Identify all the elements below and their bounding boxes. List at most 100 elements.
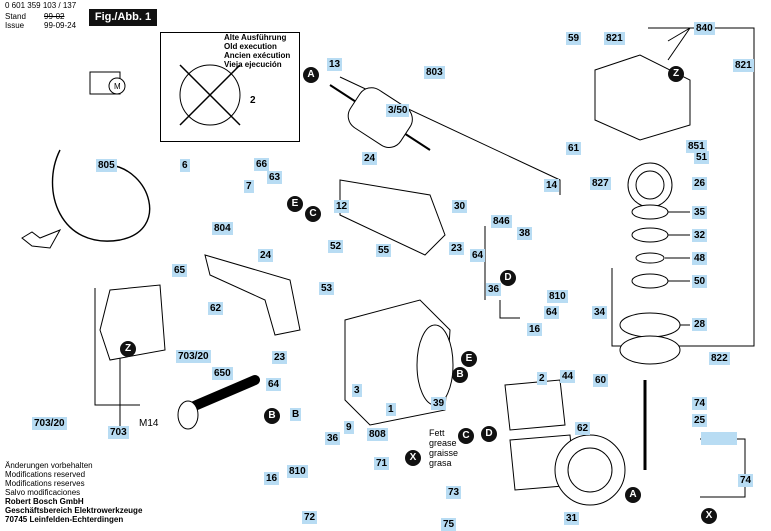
- callout-39: 39: [431, 397, 447, 410]
- callout-24-mid: 24: [258, 249, 274, 262]
- callout-808: 808: [367, 428, 388, 441]
- marker-e-top: E: [287, 196, 303, 212]
- marker-z-top: Z: [668, 66, 684, 82]
- callout-26: 26: [692, 177, 708, 190]
- inset-cross: [179, 64, 241, 126]
- marker-x-bottom: X: [405, 450, 421, 466]
- thread-size-label: M14: [139, 418, 159, 429]
- leader-803: [339, 76, 561, 195]
- figure-label: Fig./Abb. 1: [89, 9, 157, 26]
- callout-1: 1: [386, 403, 396, 416]
- switch-handle: [204, 254, 301, 336]
- callout-821-top: 821: [604, 32, 625, 45]
- callout-72: 72: [302, 511, 318, 524]
- marker-b-mid: B: [452, 367, 468, 383]
- marker-b-left: B: [264, 408, 280, 424]
- callout-64-a: 64: [470, 249, 486, 262]
- blank-callout: [701, 432, 737, 445]
- clamp-bow: [99, 284, 166, 361]
- callout-34: 34: [592, 306, 608, 319]
- marker-a-bottom: A: [625, 487, 641, 503]
- callout-821-right: 821: [733, 59, 754, 72]
- callout-36-right: 36: [486, 283, 502, 296]
- leader-rings: [665, 211, 690, 326]
- plug: [21, 229, 62, 249]
- callout-851: 851: [686, 140, 707, 153]
- marker-c-mid: C: [458, 428, 474, 444]
- callout-71: 71: [374, 457, 390, 470]
- stand-label: Stand: [5, 12, 26, 21]
- power-cord: [51, 149, 151, 242]
- marker-d-top: D: [500, 270, 516, 286]
- stand-date: 99-02: [44, 12, 65, 21]
- callout-846: 846: [491, 215, 512, 228]
- fan-guard: [554, 434, 626, 506]
- callout-3: 3: [352, 384, 362, 397]
- callout-62-left: 62: [208, 302, 224, 315]
- callout-703: 703: [108, 426, 129, 439]
- callout-59: 59: [566, 32, 582, 45]
- callout-822: 822: [709, 352, 730, 365]
- callout-44: 44: [560, 370, 576, 383]
- stator-top: [504, 379, 566, 431]
- callout-74-top: 74: [692, 397, 708, 410]
- callout-803: 803: [424, 66, 445, 79]
- callout-9: 9: [344, 421, 354, 434]
- rear-handle: [339, 179, 446, 256]
- marker-x-right: X: [701, 508, 717, 524]
- callout-31: 31: [564, 512, 580, 525]
- issue-label: Issue: [5, 21, 25, 30]
- callout-75: 75: [441, 518, 457, 531]
- marker-c-top: C: [305, 206, 321, 222]
- marker-d-mid: D: [481, 426, 497, 442]
- marker-z-left: Z: [120, 341, 136, 357]
- grease-note: Fett grease graisse grasa: [429, 428, 459, 468]
- callout-804: 804: [212, 222, 233, 235]
- leader-group-64: [484, 226, 520, 319]
- callout-14: 14: [544, 179, 560, 192]
- callout-36-left: B: [290, 408, 302, 421]
- part-number: 0 601 359 103 / 137: [5, 1, 77, 10]
- callout-23-right: 23: [449, 242, 465, 255]
- callout-32: 32: [692, 229, 708, 242]
- svg-text:M: M: [114, 82, 121, 91]
- callout-23-left: 23: [272, 351, 288, 364]
- callout-53: 53: [319, 282, 335, 295]
- callout-28: 28: [692, 318, 708, 331]
- bevel-gear-inner: [635, 170, 665, 200]
- old-execution-inset: [160, 32, 300, 142]
- callout-51: 51: [694, 151, 710, 164]
- callout-2: 2: [537, 372, 547, 385]
- callout-827: 827: [590, 177, 611, 190]
- callout-50: 50: [692, 275, 708, 288]
- callout-73: 73: [446, 486, 462, 499]
- motor-symbol: [108, 77, 126, 95]
- callout-805: 805: [96, 159, 117, 172]
- callout-74-right: 74: [738, 474, 754, 487]
- inset-ref: 2: [250, 95, 256, 106]
- callout-38: 38: [517, 227, 533, 240]
- callout-6: 6: [180, 159, 190, 172]
- callout-64-d: 810: [287, 465, 308, 478]
- callout-55: 55: [376, 244, 392, 257]
- callout-16-right: 16: [527, 323, 543, 336]
- marker-a-top: A: [303, 67, 319, 83]
- callout-30: 30: [452, 200, 468, 213]
- armature-body: [347, 87, 413, 148]
- callout-13: 13: [327, 58, 343, 71]
- bracket-74: [700, 438, 746, 498]
- issue-date: 99-09-24: [44, 21, 77, 30]
- callout-24-top: 24: [362, 152, 378, 165]
- inset-caption: Alte Ausführung Old execution Ancien exé…: [224, 33, 291, 69]
- callout-60: 60: [593, 374, 609, 387]
- callout-650: 650: [212, 367, 233, 380]
- bracket-821: [689, 27, 755, 347]
- callout-703-20-b: 703/20: [32, 417, 67, 430]
- callout-62-right: 62: [575, 422, 591, 435]
- callout-25: 25: [692, 414, 708, 427]
- gear-housing: [594, 54, 691, 141]
- callout-810-left: 16: [264, 472, 280, 485]
- callout-703-20-a: 703/20: [176, 350, 211, 363]
- callout-12: 12: [334, 200, 350, 213]
